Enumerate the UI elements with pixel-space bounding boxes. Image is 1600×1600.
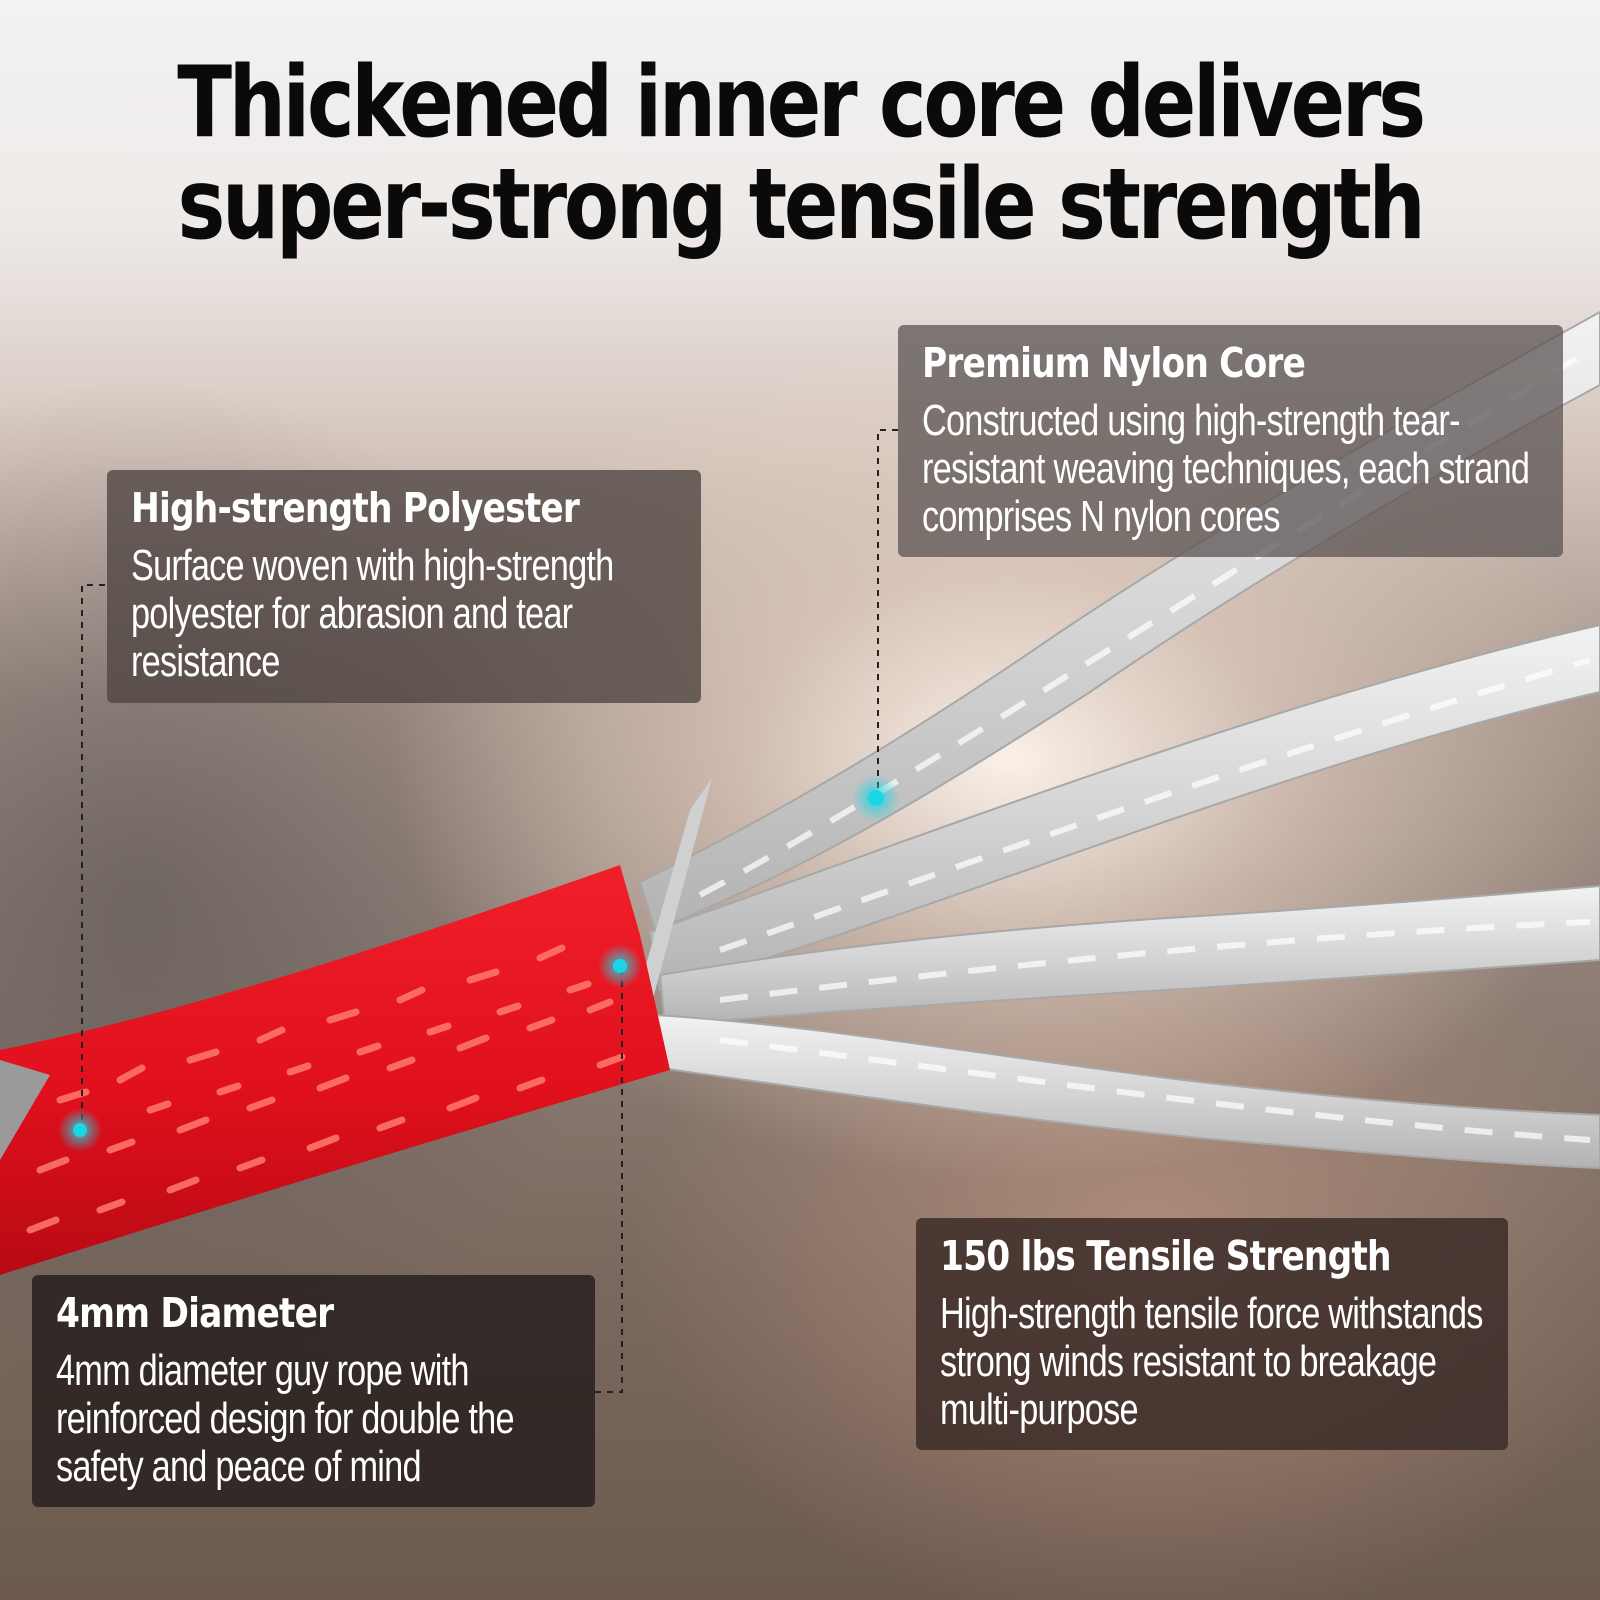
leader-line-diameter — [595, 968, 623, 1393]
callout-diameter: 4mm Diameter 4mm diameter guy rope with … — [32, 1275, 595, 1507]
leader-lines — [81, 429, 898, 1393]
marker-dots — [58, 774, 900, 1152]
rope-sheath — [0, 865, 670, 1275]
sheath-weave-pattern — [26, 944, 626, 1234]
marker-dot-icon — [852, 774, 900, 822]
marker-dot-icon — [598, 944, 642, 988]
sheath-end-grey-wrap — [0, 1060, 50, 1160]
cut-fiber-tip — [636, 778, 712, 1010]
callout-polyester-title: High-strength Polyester — [131, 484, 580, 532]
nylon-strand-2 — [648, 623, 1600, 992]
leader-line-nylon — [877, 429, 898, 800]
callout-tensile-text: High-strength tensile force withstands s… — [940, 1289, 1483, 1434]
callout-polyester: High-strength Polyester Surface woven wi… — [107, 470, 701, 703]
callout-tensile-title: 150 lbs Tensile Strength — [940, 1232, 1392, 1280]
headline-line-2: super-strong tensile strength — [177, 148, 1426, 262]
callout-diameter-text: 4mm diameter guy rope with reinforced de… — [56, 1346, 515, 1491]
headline: Thickened inner core delivers super-stro… — [144, 52, 1456, 256]
callout-nylon-title: Premium Nylon Core — [922, 339, 1306, 387]
marker-dot-icon — [58, 1108, 102, 1152]
callout-nylon-text: Constructed using high-strength tear-res… — [922, 396, 1530, 541]
callout-diameter-title: 4mm Diameter — [56, 1289, 334, 1337]
callout-nylon: Premium Nylon Core Constructed using hig… — [898, 325, 1563, 557]
nylon-strand-texture — [698, 347, 1592, 1143]
callout-polyester-text: Surface woven with high-strength polyest… — [131, 541, 614, 686]
callout-tensile: 150 lbs Tensile Strength High-strength t… — [916, 1218, 1508, 1450]
headline-line-1: Thickened inner core delivers — [177, 46, 1426, 160]
